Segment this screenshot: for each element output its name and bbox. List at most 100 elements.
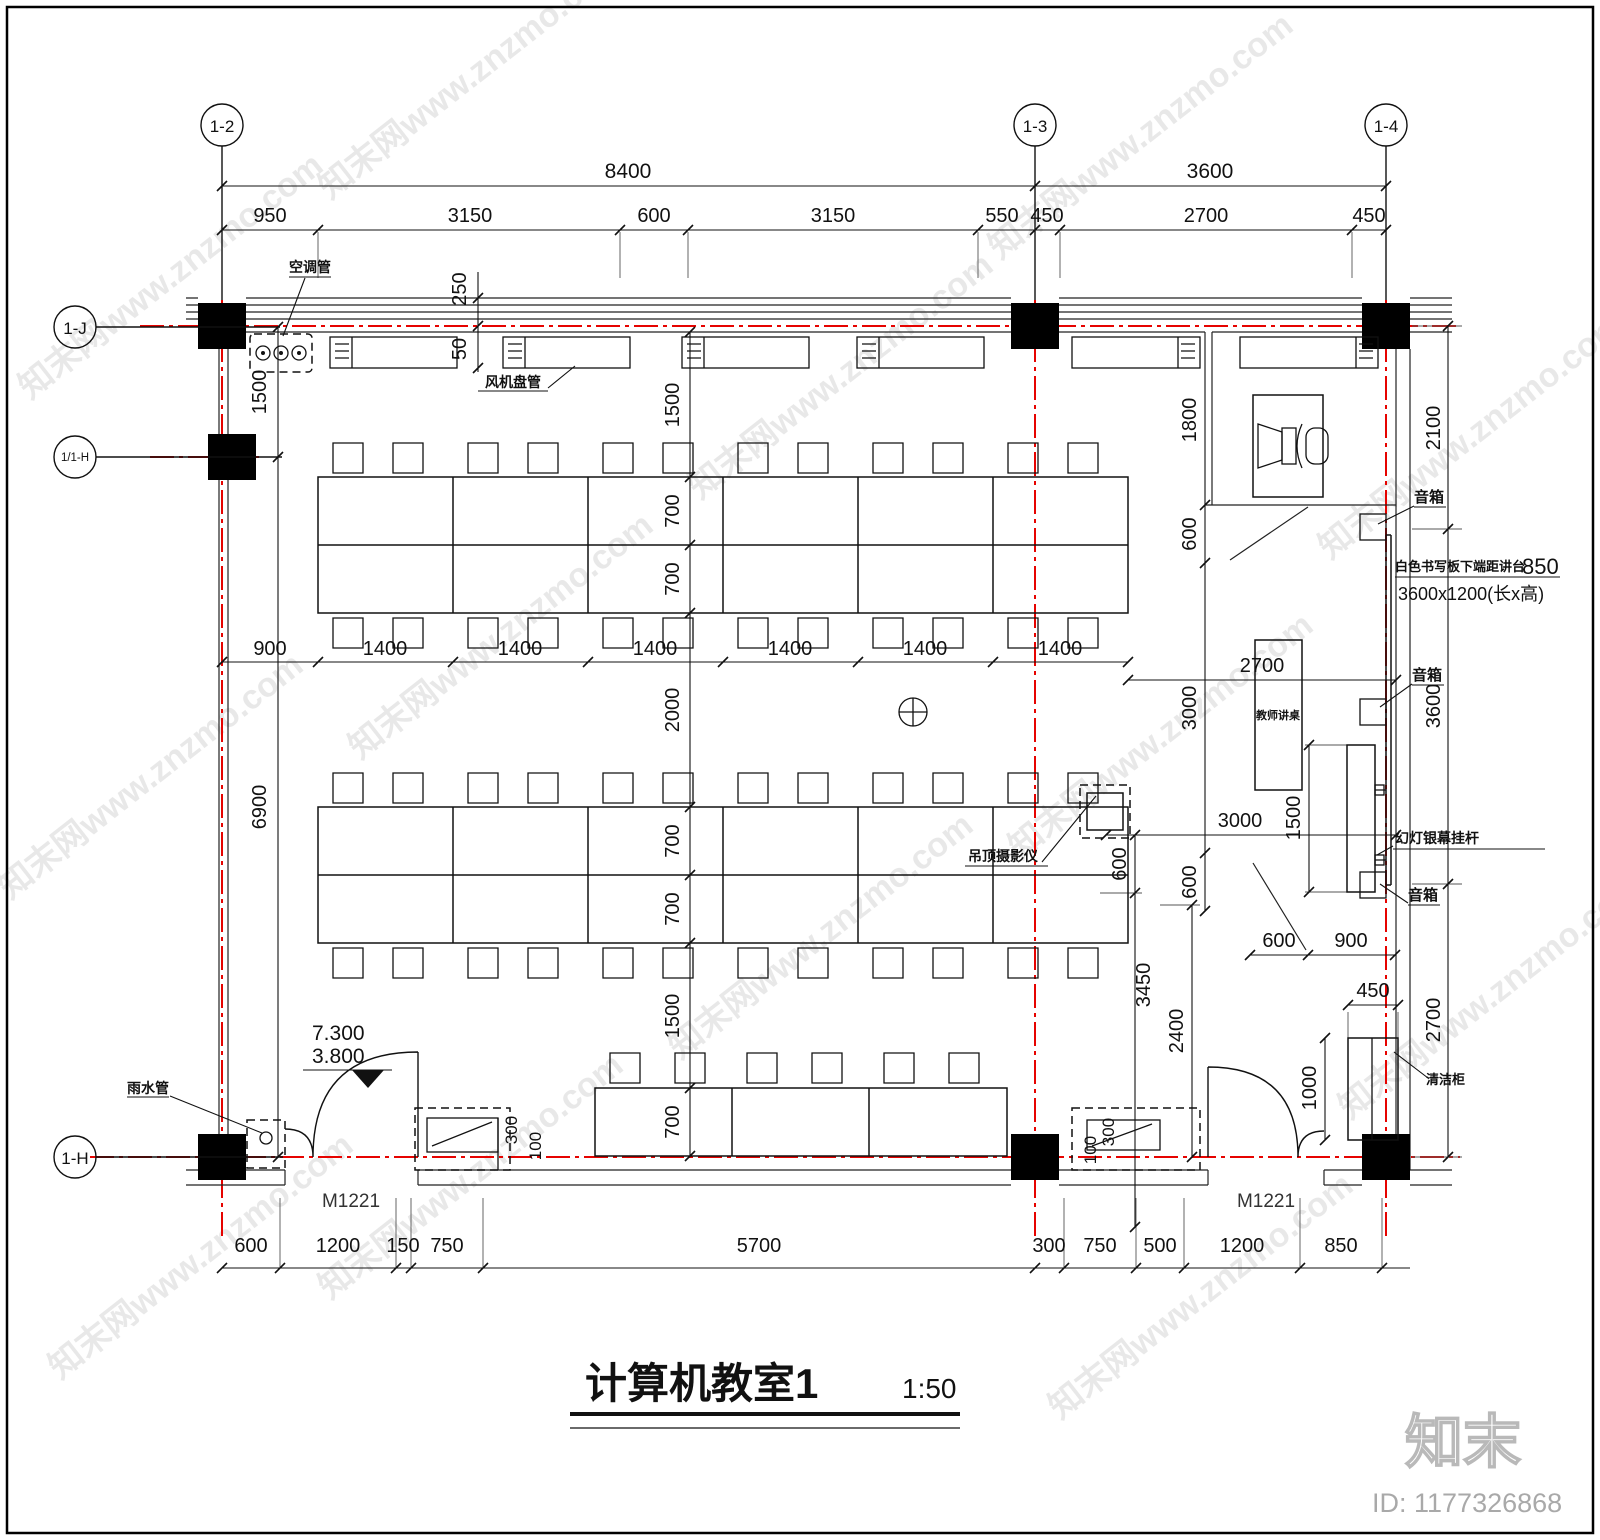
whiteboard-note-value: 850 xyxy=(1522,554,1559,579)
level-mark xyxy=(303,1069,392,1088)
chairs-row xyxy=(332,947,1099,979)
cleaning-cabinet-label: 清洁柜 xyxy=(1426,1072,1465,1087)
desk-block-bottom xyxy=(594,1052,1008,1157)
speaker-box xyxy=(1359,513,1387,541)
dim-label: 1500 xyxy=(662,383,684,428)
speaker-label: 音箱 xyxy=(1408,886,1438,904)
image-id-label: ID: 1177326868 xyxy=(1372,1488,1562,1518)
ceiling-projector xyxy=(1079,784,1131,839)
cleaning-cabinet xyxy=(1347,1037,1399,1141)
dim-label: 2700 xyxy=(1423,998,1445,1043)
dim-label: 700 xyxy=(662,494,684,527)
dim-label: 700 xyxy=(662,562,684,595)
column xyxy=(1362,1134,1410,1180)
monitor-icon xyxy=(1257,423,1283,469)
dim-label: 1400 xyxy=(363,638,408,660)
dim-label: 5700 xyxy=(737,1235,782,1257)
page-title: 计算机教室1 xyxy=(585,1360,818,1407)
dim-label: 750 xyxy=(430,1235,463,1257)
dim-label: 150 xyxy=(386,1235,419,1257)
center-mark xyxy=(898,697,928,727)
whiteboard-size-label: 3600x1200(长x高) xyxy=(1398,584,1544,604)
column xyxy=(1011,1134,1059,1180)
dim-label: 600 xyxy=(1179,865,1201,898)
dim-label: 700 xyxy=(662,892,684,925)
dim-label: 600 xyxy=(1109,847,1131,880)
watermark-text: 知末网www.znzmo.com xyxy=(662,806,981,1067)
dim-label: 1400 xyxy=(903,638,948,660)
dim-label: 2400 xyxy=(1166,1009,1188,1054)
column xyxy=(1362,303,1410,349)
dim-label: 2100 xyxy=(1423,406,1445,451)
dim-label: 3150 xyxy=(811,205,856,227)
dim-label: 850 xyxy=(1324,1235,1357,1257)
dim-label: 50 xyxy=(449,338,471,360)
drawing-scale: 1:50 xyxy=(902,1373,957,1404)
axis-bubbles: 1-2 1-3 1-4 1-J 1/1-H 1-H xyxy=(53,103,1408,1179)
dim-label: 1500 xyxy=(1283,796,1305,841)
axis-bubble-label: 1-2 xyxy=(210,117,235,136)
dim-label: 2000 xyxy=(662,688,684,733)
chairs-row xyxy=(609,1052,980,1084)
desk-block-middle xyxy=(317,772,1129,979)
axis-bubble-label: 1-4 xyxy=(1374,117,1399,136)
fan-coil-units xyxy=(329,336,1379,369)
znzmo-logo: 知末 xyxy=(1405,1410,1521,1475)
axis-bubble-label: 1-3 xyxy=(1023,117,1048,136)
column xyxy=(1011,303,1059,349)
dim-label: 250 xyxy=(449,272,471,305)
dim-label: 6900 xyxy=(249,785,271,830)
projector-label: 吊顶摄影仪 xyxy=(968,848,1039,864)
teacher-desk-label: 教师讲桌 xyxy=(1255,708,1301,722)
dim-label: 100 xyxy=(1081,1136,1100,1164)
dim-label: 500 xyxy=(1143,1235,1176,1257)
dim-label: 3600 xyxy=(1423,684,1445,729)
speaker-box xyxy=(1359,698,1387,726)
chairs-row xyxy=(332,617,1099,649)
dim-label: 1800 xyxy=(1179,398,1201,443)
dim-label: 600 xyxy=(234,1235,267,1257)
dim-label: 300 xyxy=(1032,1235,1065,1257)
dim-label: 750 xyxy=(1083,1235,1116,1257)
level-label: 7.300 xyxy=(312,1022,365,1045)
speakers xyxy=(1359,513,1387,899)
ac-pipe-label: 空调管 xyxy=(289,259,331,275)
low-cabinet-left xyxy=(414,1107,511,1171)
dim-label: 600 xyxy=(1262,930,1295,952)
dim-label: 3000 xyxy=(1218,810,1263,832)
watermark-text: 知末网www.znzmo.com xyxy=(312,0,631,206)
site-branding: 知末 ID: 1177326868 xyxy=(1372,1409,1562,1518)
drawing-title: 计算机教室1 1:50 xyxy=(570,1360,960,1429)
dim-label: 2700 xyxy=(1240,655,1285,677)
dim-label: 1500 xyxy=(662,994,684,1039)
dim-label: 900 xyxy=(253,638,286,660)
dim-label: 1500 xyxy=(249,370,271,415)
watermark-text: 知末网www.znzmo.com xyxy=(312,1046,631,1307)
speaker-label: 音箱 xyxy=(1412,666,1442,684)
door-tag: M1221 xyxy=(1237,1191,1295,1212)
dim-label: 8400 xyxy=(605,160,652,183)
dim-label: 1000 xyxy=(1299,1066,1321,1111)
dim-label: 1400 xyxy=(1038,638,1083,660)
level-label: 3.800 xyxy=(312,1045,365,1068)
desk-block-upper xyxy=(317,442,1129,649)
projection-screen xyxy=(1346,744,1386,893)
axis-bubble-label: 1-H xyxy=(61,1149,88,1168)
annotation-leaders xyxy=(127,276,1560,1134)
dim-label: 450 xyxy=(1356,980,1389,1002)
dim-label: 3600 xyxy=(1187,160,1234,183)
dim-label: 2700 xyxy=(1184,205,1229,227)
dim-label: 950 xyxy=(253,205,286,227)
watermark-text: 知末网www.znzmo.com xyxy=(1042,1166,1361,1427)
chair-icon xyxy=(1305,427,1329,465)
dim-label: 600 xyxy=(637,205,670,227)
dim-label: 700 xyxy=(662,824,684,857)
axis-bubble-label: 1/1-H xyxy=(61,452,89,464)
whiteboard xyxy=(1385,534,1392,886)
chairs-row xyxy=(332,772,1099,804)
whiteboard-note-label: 白色书写板下端距讲台 xyxy=(1395,559,1525,574)
speaker-label: 音箱 xyxy=(1414,488,1444,506)
dim-label: 550 xyxy=(985,205,1018,227)
